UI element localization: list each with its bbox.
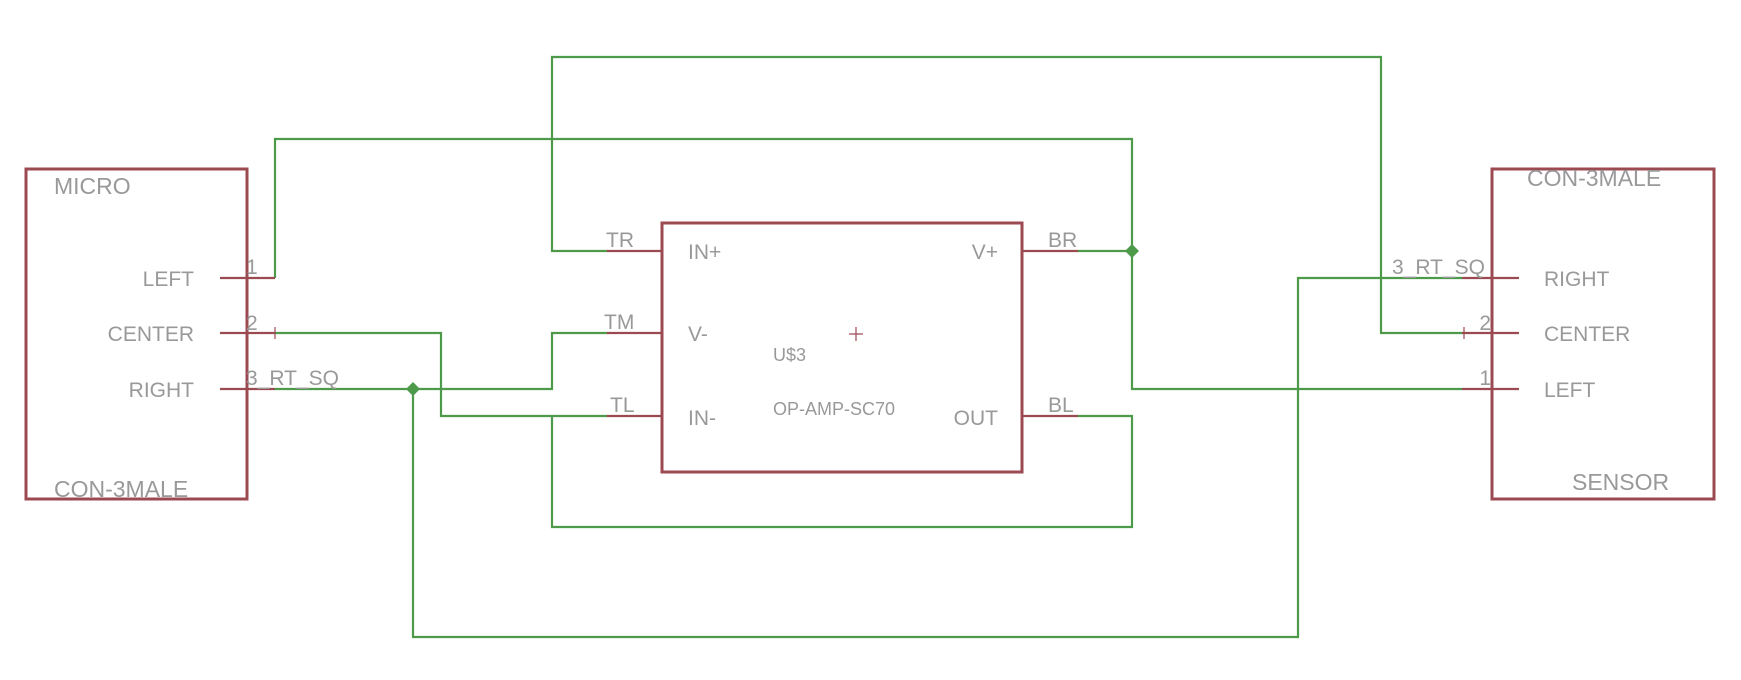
micro-pin-center-label: CENTER [108, 323, 194, 346]
micro-pin-right-label: RIGHT [129, 379, 195, 402]
opamp-origin-crosshair [849, 327, 863, 341]
micro-pin-number-1: 1 [246, 256, 258, 279]
net-wire-vplus[interactable] [273, 137, 1462, 391]
sensor-net-label-rt-sq: 3_RT_SQ [1392, 256, 1485, 279]
net-wire-feedback[interactable] [550, 414, 1134, 529]
opamp-value-label: OP-AMP-SC70 [773, 399, 895, 419]
sensor-name-label: SENSOR [1572, 469, 1669, 495]
sensor-value-label: CON-3MALE [1527, 165, 1661, 191]
micro-name-label: MICRO [54, 173, 131, 199]
part-micro[interactable]: MICRO CON-3MALE LEFT CENTER RIGHT 1 2 3_… [24, 167, 339, 502]
opamp-body [660, 221, 1024, 474]
opamp-pad-br: BR [1048, 229, 1077, 252]
sensor-pin-number-2: 2 [1479, 312, 1491, 335]
opamp-pin-in-minus-label: IN- [688, 407, 716, 430]
opamp-pad-tr: TR [606, 229, 634, 252]
part-sensor[interactable]: CON-3MALE SENSOR RIGHT CENTER LEFT 3_RT_… [1392, 165, 1716, 501]
wires [273, 55, 1462, 639]
sensor-pin-right-label: RIGHT [1544, 268, 1610, 291]
opamp-pad-bl: BL [1048, 394, 1074, 417]
opamp-pin-in-plus-label: IN+ [688, 241, 721, 264]
micro-pin-left-label: LEFT [143, 268, 195, 291]
junction-dot-vplus [1125, 244, 1139, 258]
junction-dot-rt-sq [406, 382, 420, 396]
sensor-pin-left-label: LEFT [1544, 379, 1596, 402]
micro-net-label-rt-sq: 3_RT_SQ [246, 367, 339, 390]
opamp-name-label: U$3 [773, 345, 806, 365]
micro-pin-number-2: 2 [246, 312, 258, 335]
micro-value-label: CON-3MALE [54, 476, 188, 502]
opamp-pin-v-minus-label: V- [688, 323, 708, 346]
opamp-pad-tl: TL [610, 394, 635, 417]
net-wire-in-minus[interactable] [275, 331, 607, 418]
sensor-pin-center-label: CENTER [1544, 323, 1630, 346]
sensor-pin-number-1: 1 [1479, 367, 1491, 390]
opamp-pad-tm: TM [604, 311, 634, 334]
opamp-pin-v-plus-label: V+ [972, 241, 998, 264]
opamp-pin-out-label: OUT [954, 407, 999, 430]
net-wire-in-plus[interactable] [550, 55, 1462, 335]
part-opamp[interactable]: IN+ V- IN- V+ OUT TR TM TL BR BL U$3 OP-… [604, 221, 1078, 474]
net-wire-rt-sq[interactable] [411, 276, 1462, 639]
